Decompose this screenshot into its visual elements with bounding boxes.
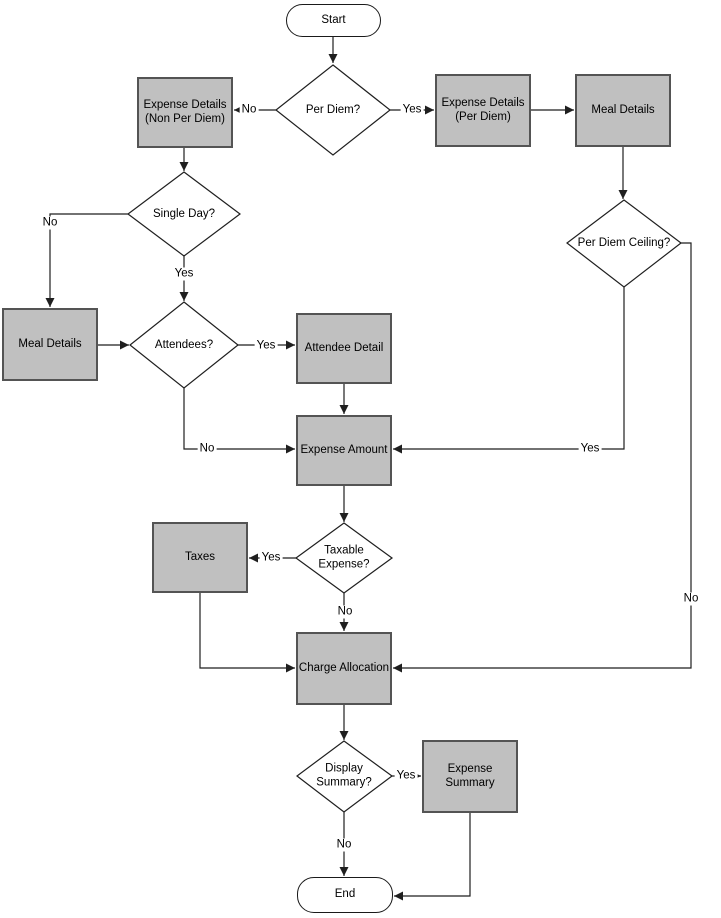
process-expense-details-non-per-diem-label: Expense Details (Non Per Diem) [143, 98, 227, 125]
process-expense-details-non-per-diem: Expense Details (Non Per Diem) [137, 77, 233, 148]
decision-per-diem-shape [275, 64, 391, 156]
decision-single-day-label: Single Day? [152, 207, 215, 220]
process-expense-summary-label: Expense Summary [445, 762, 495, 789]
edge-label-single-day-yes: Yes [172, 267, 196, 281]
edge-label-display-summary-no: No [334, 838, 354, 852]
start-terminator: Start [286, 4, 381, 37]
process-attendee-detail-label: Attendee Detail [304, 341, 384, 354]
process-taxes-label: Taxes [184, 550, 216, 563]
process-expense-amount: Expense Amount [296, 415, 392, 486]
edge-label-per-diem-no: No [239, 103, 259, 117]
process-taxes: Taxes [152, 522, 248, 593]
decision-per-diem-label: Per Diem? [305, 103, 361, 116]
process-expense-details-per-diem-label: Expense Details (Per Diem) [441, 96, 525, 123]
decision-per-diem-ceiling-shape [566, 199, 682, 288]
process-expense-amount-label: Expense Amount [300, 443, 388, 456]
edge-expense-summary-to-end [394, 813, 471, 901]
edge-taxes-to-charge-allocation [199, 593, 295, 673]
edge-single-day-no [45, 213, 128, 307]
decision-taxable-expense-label: Taxable Expense? [318, 544, 370, 571]
end-terminator: End [297, 877, 393, 913]
process-charge-allocation: Charge Allocation [296, 632, 392, 705]
edge-label-taxable-expense-no: No [335, 605, 355, 619]
decision-single-day-shape [127, 171, 241, 257]
edge-label-per-diem-ceiling-yes: Yes [578, 442, 602, 456]
process-meal-details-per-diem: Meal Details [575, 74, 671, 147]
edge-label-per-diem-yes: Yes [400, 103, 424, 117]
edge-label-taxable-expense-yes: Yes [259, 551, 283, 565]
decision-attendees-label: Attendees? [154, 338, 214, 351]
end-label: End [334, 888, 356, 901]
decision-attendees-shape [129, 301, 239, 389]
edge-label-attendees-no: No [197, 442, 217, 456]
edge-label-attendees-yes: Yes [254, 339, 278, 353]
decision-taxable-expense-shape [294, 522, 394, 594]
process-expense-summary: Expense Summary [422, 740, 518, 813]
process-expense-details-per-diem: Expense Details (Per Diem) [435, 74, 531, 147]
process-attendee-detail: Attendee Detail [296, 313, 392, 384]
decision-per-diem-ceiling-label: Per Diem Ceiling? [577, 236, 671, 249]
process-meal-details-per-diem-label: Meal Details [591, 103, 655, 116]
edge-label-single-day-no: No [40, 216, 60, 230]
decision-display-summary-label: Display Summary? [316, 762, 372, 789]
edge-per-diem-ceiling-no [393, 242, 692, 673]
decision-display-summary-shape [296, 740, 394, 813]
edge-label-per-diem-ceiling-no: No [681, 592, 701, 606]
process-charge-allocation-label: Charge Allocation [298, 661, 390, 674]
edge-label-display-summary-yes: Yes [394, 769, 418, 783]
edge-attendees-no [183, 388, 295, 454]
process-meal-details-non-per-diem-label: Meal Details [18, 337, 82, 350]
process-meal-details-non-per-diem: Meal Details [2, 308, 98, 381]
edge-per-diem-ceiling-yes [393, 287, 625, 454]
start-label: Start [321, 13, 346, 26]
